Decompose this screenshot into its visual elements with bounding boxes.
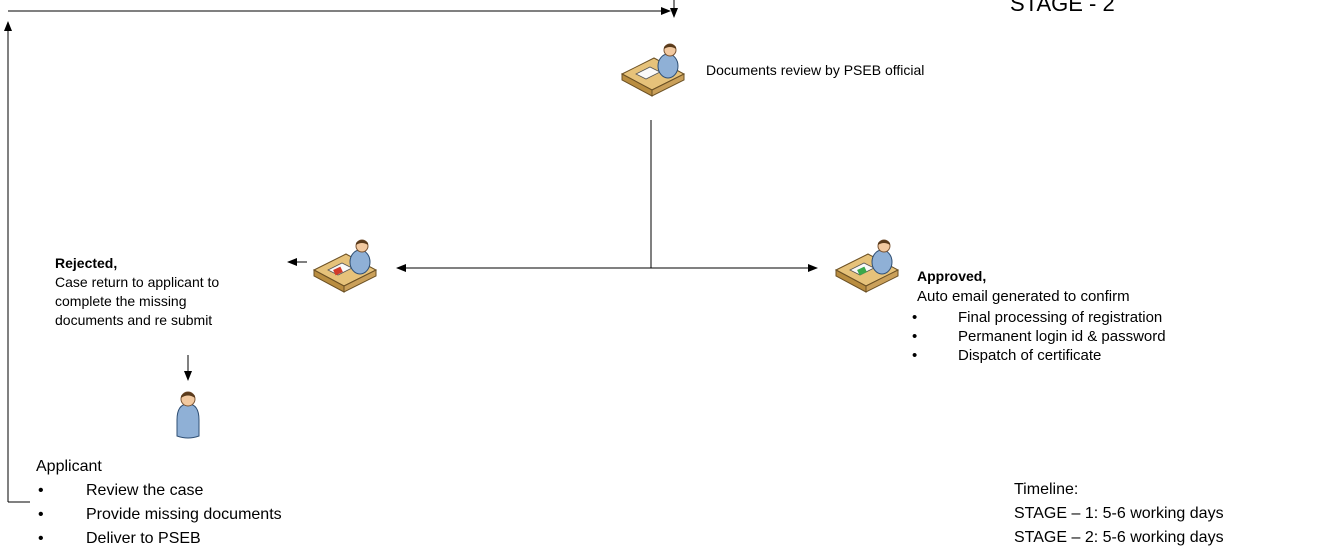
timeline-title: Timeline: xyxy=(1014,481,1079,498)
approved-mark-icon xyxy=(857,266,867,276)
rejected-title: Rejected, xyxy=(55,255,118,271)
approved-bullet-item: Final processing of registration xyxy=(910,308,1166,327)
timeline-stage-1: STAGE – 1: 5-6 working days xyxy=(1014,505,1224,522)
approved-subtitle: Auto email generated to confirm xyxy=(917,288,1130,305)
pseb-reviewer-icon xyxy=(621,43,685,97)
applicant-bullet-item: Review the case xyxy=(36,481,282,505)
rejected-line-2: complete the missing xyxy=(55,293,187,309)
approved-bullet-item: Dispatch of certificate xyxy=(910,346,1166,365)
approved-bullet-item: Permanent login id & password xyxy=(910,327,1166,346)
applicant-bullet-list: Review the case Provide missing document… xyxy=(36,481,282,553)
approving-officer-icon xyxy=(835,239,899,293)
rejected-line-3: documents and re submit xyxy=(55,312,213,328)
applicant-bullet-item: Provide missing documents xyxy=(36,505,282,529)
rejecting-officer-icon xyxy=(313,239,377,293)
review-text: Documents review by PSEB official xyxy=(706,62,925,78)
rejected-mark-icon xyxy=(333,266,343,276)
stage-label: STAGE - 2 xyxy=(1010,0,1115,16)
timeline-stage-2: STAGE – 2: 5-6 working days xyxy=(1014,529,1224,546)
approved-bullet-list: Final processing of registration Permane… xyxy=(910,308,1166,365)
rejected-line-1: Case return to applicant to xyxy=(55,274,220,290)
applicant-title: Applicant xyxy=(36,458,102,475)
applicant-person-icon xyxy=(176,391,200,439)
approved-title: Approved, xyxy=(917,268,987,284)
applicant-bullet-item: Deliver to PSEB xyxy=(36,529,282,553)
